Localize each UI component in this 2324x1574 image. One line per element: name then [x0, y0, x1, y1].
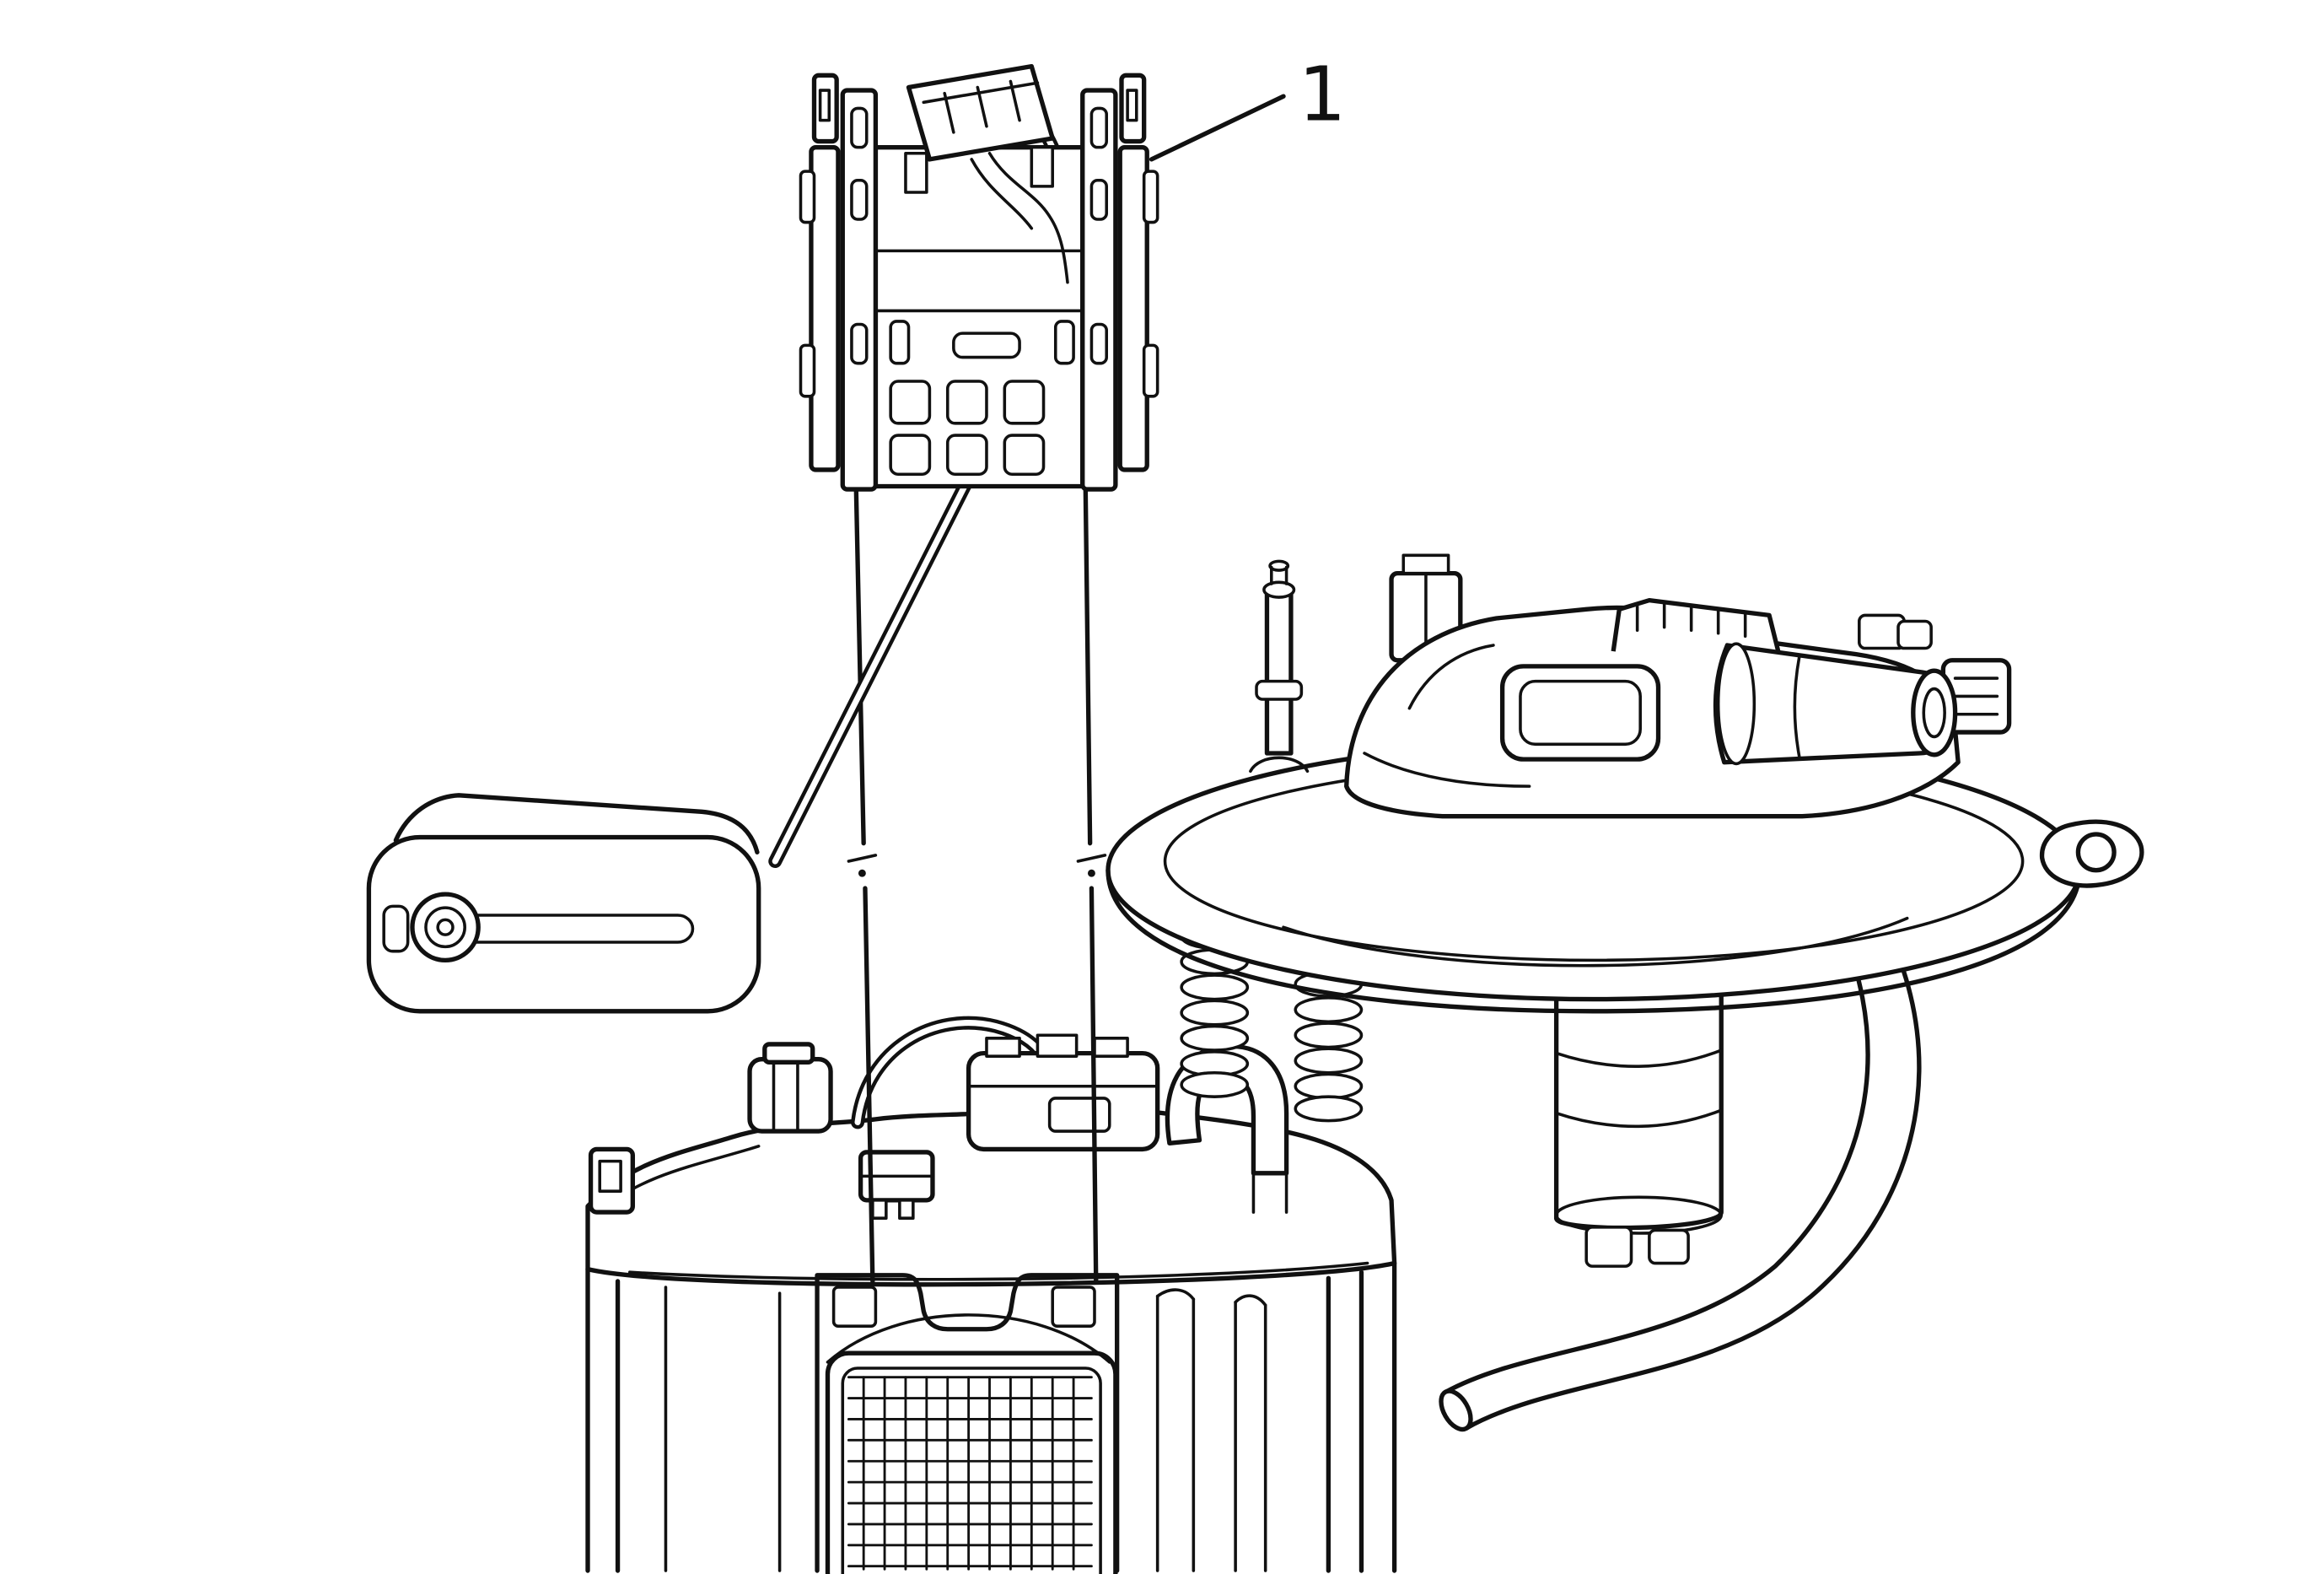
callout-1: 1: [1149, 51, 1347, 162]
callout-leader-line: [1149, 94, 1286, 162]
vent-pipe: [1249, 559, 1310, 774]
reservoir-body: [585, 1016, 1397, 1574]
guide-rods: [847, 487, 1107, 1284]
outlet-nozzle: [1713, 642, 1958, 766]
fuel-pump-module-top: [1249, 553, 2012, 819]
callout-1-label: 1: [1299, 51, 1347, 138]
fuel-pump-module-underside: [1180, 895, 1922, 1432]
float: [366, 793, 761, 1014]
fuel-level-sensor: [799, 63, 1159, 492]
strainer-mesh: [847, 1376, 1093, 1571]
pump-lower-cylinder: [1553, 955, 1724, 1268]
spring-left: [1180, 922, 1250, 1098]
fuel-hose: [1439, 895, 1922, 1432]
